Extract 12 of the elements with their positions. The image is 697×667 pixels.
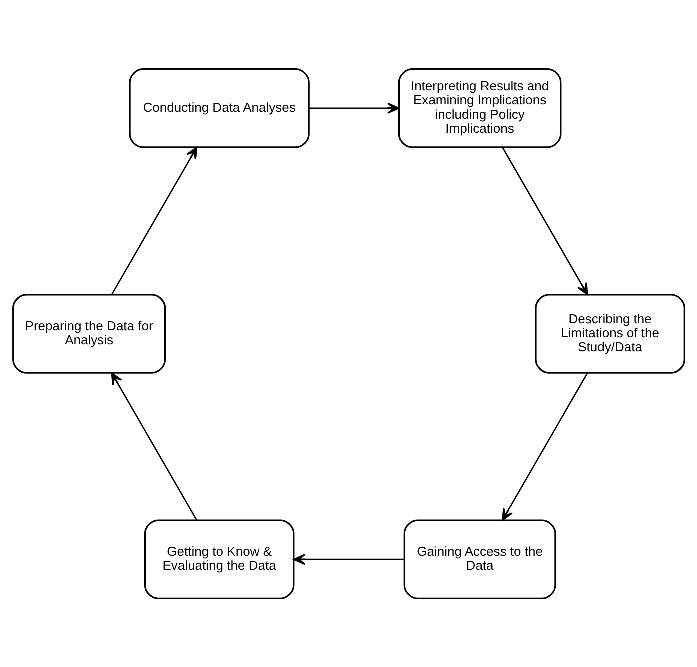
- node-box: Preparing the Data for Analysis: [12, 294, 166, 374]
- node-box: Describing the Limitations of the Study/Data: [534, 294, 685, 374]
- arrow: [110, 146, 198, 295]
- arrow: [292, 554, 404, 565]
- node-box: Getting to Know & Evaluating the Data: [144, 519, 294, 599]
- arrow: [502, 372, 588, 521]
- arrow: [110, 372, 197, 520]
- arrow: [308, 102, 400, 114]
- arrow: [502, 146, 588, 295]
- node-box: Conducting Data Analyses: [128, 68, 310, 148]
- node-box: Gaining Access to the Data: [403, 519, 556, 599]
- node-box: Interpreting Results and Examining Implications including Policy Implications: [398, 68, 562, 148]
